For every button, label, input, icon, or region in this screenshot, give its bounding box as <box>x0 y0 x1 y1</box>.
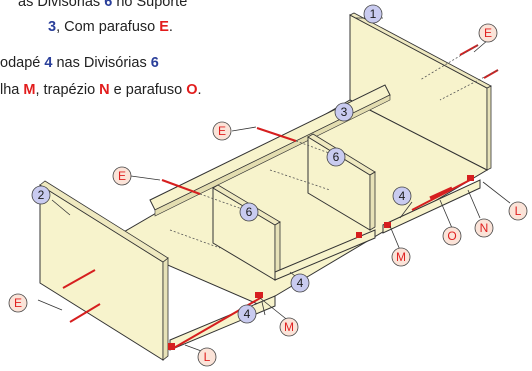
plinth-middle <box>274 229 376 281</box>
part-label-6-right: 6 <box>326 147 346 167</box>
plinth-right <box>382 179 481 234</box>
instruction-text: no Suporte <box>112 0 188 10</box>
hardware-label-E-top: E <box>212 121 232 141</box>
hardware-label-N: N <box>474 218 494 238</box>
instruction-text: lha <box>0 82 24 98</box>
part-label-text: 4 <box>244 307 251 321</box>
instruction-text: odapé <box>0 55 45 71</box>
hardware-label-text: E <box>118 169 126 183</box>
part-ref-4: 4 <box>44 55 53 71</box>
hardware-label-E-middle: E <box>112 166 132 186</box>
left-side-panel <box>39 180 169 361</box>
hardware-label-E-top-right: E <box>478 23 498 43</box>
hardware-label-text: E <box>14 296 22 310</box>
hardware-label-text: E <box>218 124 226 138</box>
instruction-text: e parafuso <box>109 82 187 98</box>
hardware-ref-M: M <box>23 82 36 98</box>
hardware-label-L-left: L <box>197 347 217 367</box>
instruction-line-3: odapé 4 nas Divisórias 6 <box>0 55 159 71</box>
part-label-text: 2 <box>38 188 45 202</box>
part-label-text: 3 <box>341 105 348 119</box>
hardware-label-O: O <box>442 226 462 246</box>
support-panel <box>149 84 391 217</box>
instruction-text: . <box>197 82 202 98</box>
instruction-text: , trapézio <box>35 82 100 98</box>
hardware-ref-O: O <box>186 82 198 98</box>
hardware-label-M-right: M <box>391 247 411 267</box>
instruction-line-2: 3, Com parafuso E. <box>48 19 173 35</box>
hardware-label-L-right: L <box>508 201 528 221</box>
instruction-text: nas Divisórias <box>52 55 151 71</box>
part-label-2: 2 <box>31 185 51 205</box>
part-label-text: 4 <box>399 189 406 203</box>
instruction-line-4: lha M, trapézio N e parafuso O. <box>0 82 202 98</box>
part-label-3: 3 <box>334 102 354 122</box>
hardware-label-text: O <box>447 229 456 243</box>
part-ref-6: 6 <box>104 0 113 10</box>
hardware-label-M-left: M <box>279 317 299 337</box>
part-label-text: 6 <box>333 150 340 164</box>
hardware-ref-N: N <box>99 82 110 98</box>
part-label-6-left: 6 <box>239 202 259 222</box>
part-label-text: 1 <box>370 7 377 21</box>
part-label-4-middle: 4 <box>290 273 310 293</box>
screws <box>62 44 499 350</box>
part-label-4-right: 4 <box>392 186 412 206</box>
hardware-label-text: L <box>204 350 211 364</box>
instruction-text: . <box>168 19 173 35</box>
hardware-label-text: M <box>396 250 406 264</box>
part-label-text: 6 <box>246 205 253 219</box>
instruction-text: as Divisórias <box>18 0 105 10</box>
hardware-ref-E: E <box>159 19 169 35</box>
back-panel <box>349 12 492 171</box>
part-label-4-left: 4 <box>237 304 257 324</box>
hardware-label-text: M <box>284 320 294 334</box>
instruction-line-1: as Divisórias 6 no Suporte <box>18 0 187 10</box>
instruction-text: , Com parafuso <box>56 19 160 35</box>
hardware-label-text: N <box>480 221 489 235</box>
part-ref-6: 6 <box>150 55 159 71</box>
hardware-label-text: L <box>515 204 522 218</box>
part-ref-3: 3 <box>48 19 57 35</box>
part-label-1: 1 <box>363 4 383 24</box>
hardware-label-text: E <box>484 26 492 40</box>
part-label-text: 4 <box>297 276 304 290</box>
hardware-label-E-bottom: E <box>8 293 28 313</box>
guide-lines <box>169 44 499 249</box>
